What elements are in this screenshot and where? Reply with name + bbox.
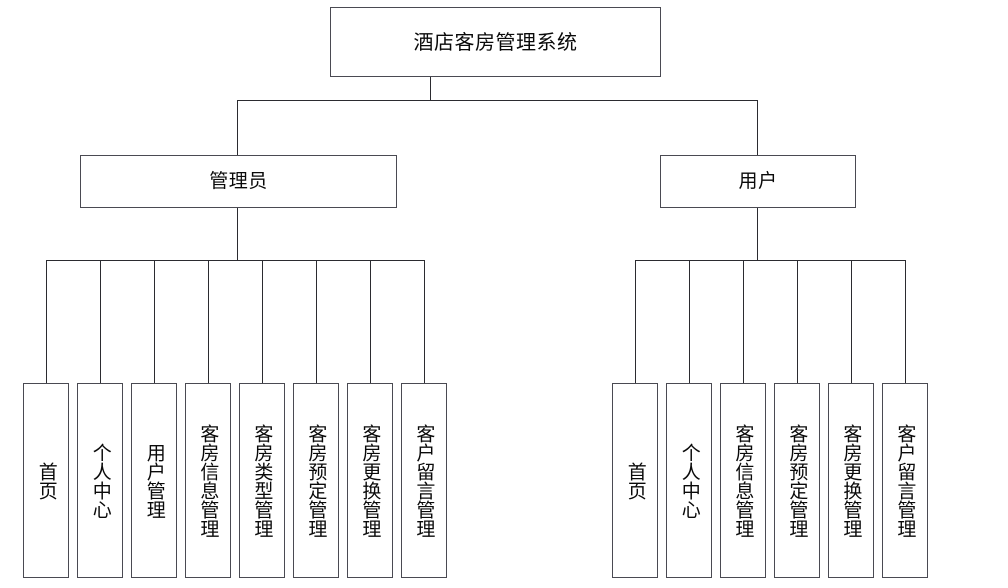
node-admin-module-customer-message: 客户留言管理 xyxy=(401,383,447,578)
connector-admin-module-drop-6 xyxy=(316,260,317,383)
node-admin-module-room-info: 客房信息管理 xyxy=(185,383,231,578)
connector-admin-stem xyxy=(237,208,238,260)
connector-admin-module-drop-5 xyxy=(262,260,263,383)
connector-role-bus xyxy=(237,100,758,101)
node-user-module-room-booking-label: 客房预定管理 xyxy=(786,423,809,538)
connector-user-module-drop-3 xyxy=(743,260,744,383)
node-admin-module-home-label: 首页 xyxy=(35,461,58,500)
connector-user-module-drop-4 xyxy=(797,260,798,383)
node-admin-module-personal-center-label: 个人中心 xyxy=(89,442,112,519)
connector-admin-module-drop-2 xyxy=(100,260,101,383)
node-user-module-room-booking: 客房预定管理 xyxy=(774,383,820,578)
node-role-user-label: 用户 xyxy=(738,170,778,193)
node-admin-module-room-booking: 客房预定管理 xyxy=(293,383,339,578)
node-admin-module-personal-center: 个人中心 xyxy=(77,383,123,578)
node-admin-module-room-change: 客房更换管理 xyxy=(347,383,393,578)
node-user-module-room-change: 客房更换管理 xyxy=(828,383,874,578)
node-role-admin: 管理员 xyxy=(80,155,397,208)
connector-admin-module-drop-4 xyxy=(208,260,209,383)
node-admin-module-room-booking-label: 客房预定管理 xyxy=(305,423,328,538)
connector-admin-module-drop-8 xyxy=(424,260,425,383)
connector-admin-drop xyxy=(237,100,238,156)
node-admin-module-user-management-label: 用户管理 xyxy=(143,442,166,519)
node-admin-module-room-change-label: 客房更换管理 xyxy=(359,423,382,538)
connector-admin-module-drop-7 xyxy=(370,260,371,383)
connector-admin-module-drop-1 xyxy=(46,260,47,383)
node-role-admin-label: 管理员 xyxy=(209,170,268,193)
node-user-module-home-label: 首页 xyxy=(624,461,647,500)
connector-user-stem xyxy=(757,208,758,260)
node-user-module-home: 首页 xyxy=(612,383,658,578)
node-admin-module-room-info-label: 客房信息管理 xyxy=(197,423,220,538)
connector-admin-module-drop-3 xyxy=(154,260,155,383)
node-root-system: 酒店客房管理系统 xyxy=(330,7,661,77)
connector-user-module-drop-6 xyxy=(905,260,906,383)
node-user-module-room-info-label: 客房信息管理 xyxy=(732,423,755,538)
connector-root-stem xyxy=(430,77,431,101)
connector-user-drop xyxy=(757,100,758,156)
node-user-module-personal-center-label: 个人中心 xyxy=(678,442,701,519)
node-role-user: 用户 xyxy=(660,155,856,208)
node-admin-module-customer-message-label: 客户留言管理 xyxy=(413,423,436,538)
node-admin-module-room-type: 客房类型管理 xyxy=(239,383,285,578)
node-user-module-customer-message-label: 客户留言管理 xyxy=(894,423,917,538)
node-root-label: 酒店客房管理系统 xyxy=(413,30,578,54)
connector-user-module-drop-1 xyxy=(635,260,636,383)
connector-user-module-bus xyxy=(635,260,905,261)
connector-user-module-drop-5 xyxy=(851,260,852,383)
node-user-module-room-info: 客房信息管理 xyxy=(720,383,766,578)
connector-user-module-drop-2 xyxy=(689,260,690,383)
node-admin-module-room-type-label: 客房类型管理 xyxy=(251,423,274,538)
node-admin-module-home: 首页 xyxy=(23,383,69,578)
node-user-module-room-change-label: 客房更换管理 xyxy=(840,423,863,538)
node-admin-module-user-management: 用户管理 xyxy=(131,383,177,578)
node-user-module-customer-message: 客户留言管理 xyxy=(882,383,928,578)
node-user-module-personal-center: 个人中心 xyxy=(666,383,712,578)
connector-admin-module-bus xyxy=(46,260,425,261)
